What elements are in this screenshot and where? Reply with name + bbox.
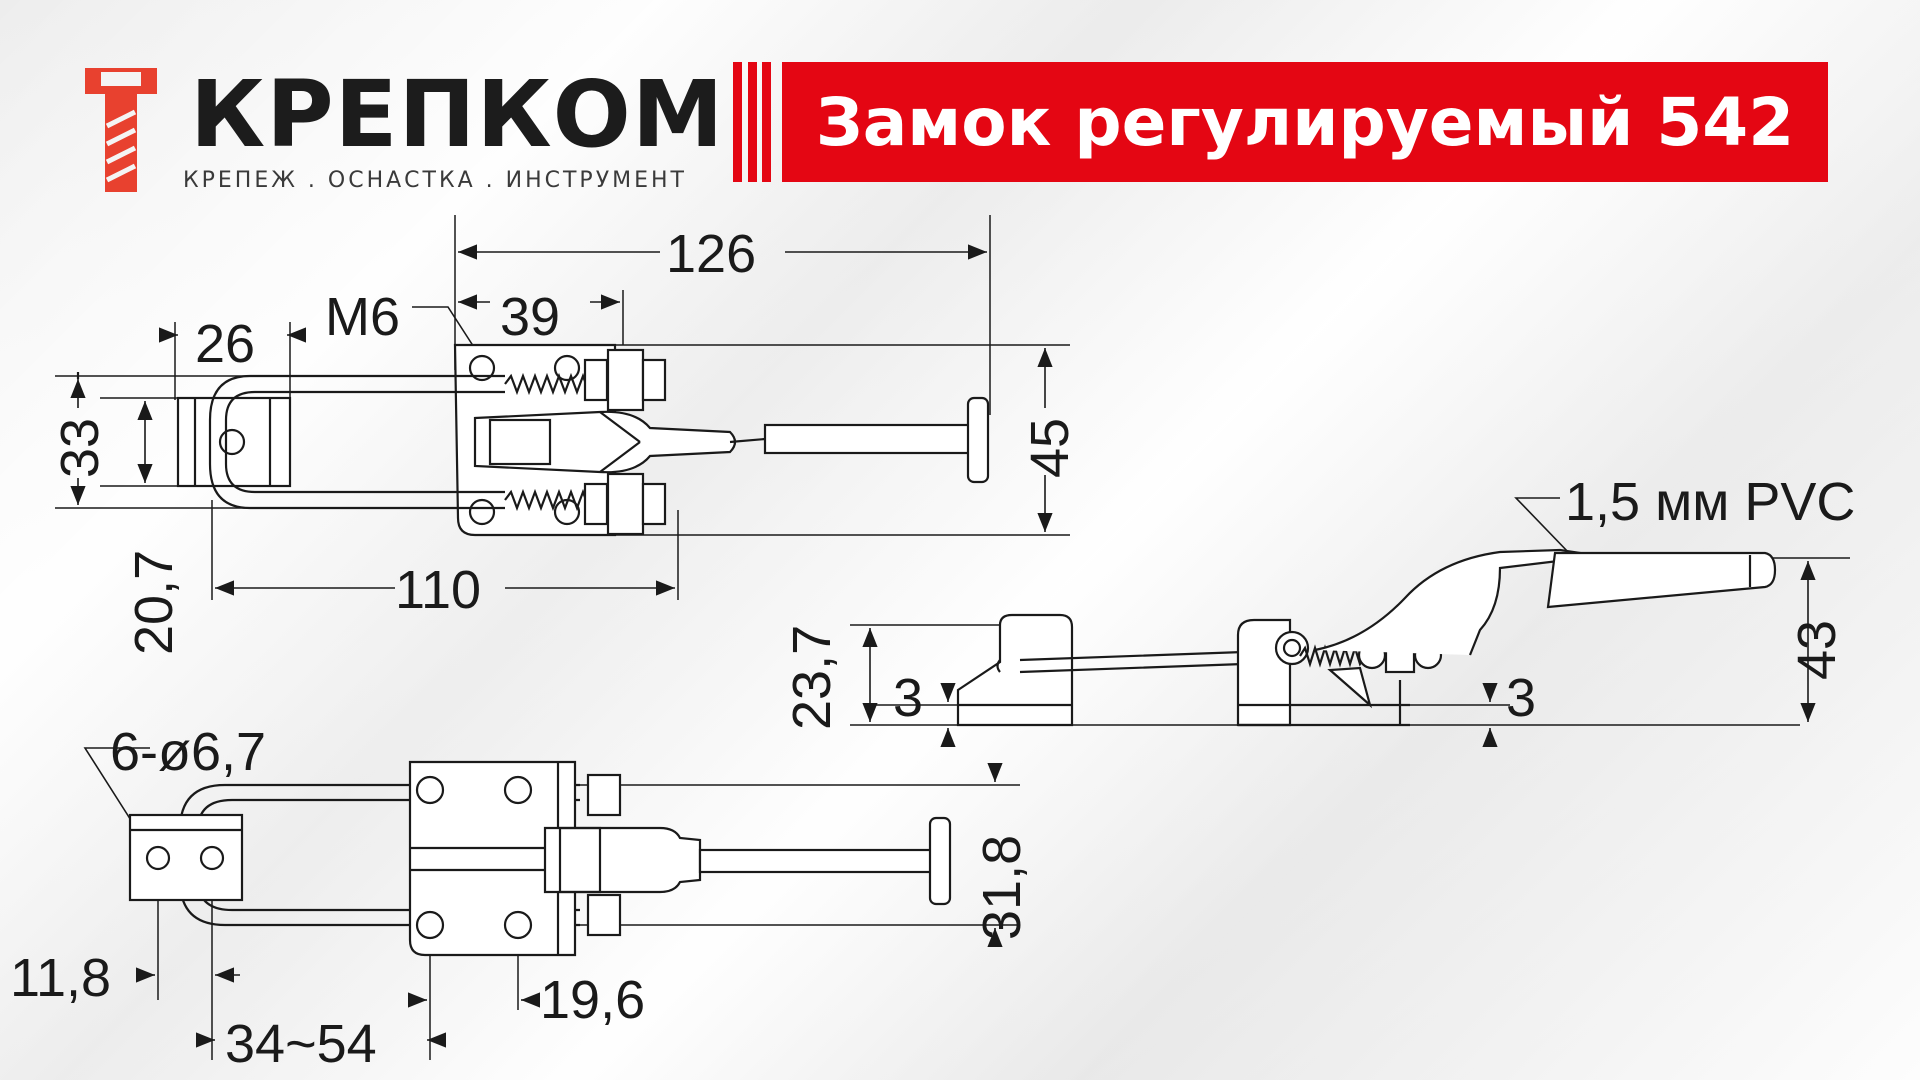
banner-stripes <box>733 62 771 182</box>
product-title: Замок регулируемый 542 <box>815 83 1795 161</box>
brand-tagline: КРЕПЕЖ . ОСНАСТКА . ИНСТРУМЕНТ <box>183 168 687 193</box>
bolt-icon <box>85 68 157 192</box>
dim-34-54: 34~54 <box>225 1014 377 1074</box>
dim-3-right: 3 <box>1506 668 1536 728</box>
dim-m6: M6 <box>325 287 400 347</box>
dim-pvc: 1,5 мм PVC <box>1565 472 1855 532</box>
top-view <box>55 215 1070 600</box>
brand-name: КРЕПКОМ <box>190 61 725 168</box>
dim-45: 45 <box>1020 418 1080 478</box>
bottom-view <box>83 747 1020 1060</box>
side-view <box>850 497 1850 748</box>
dim-110: 110 <box>395 560 481 620</box>
dim-23-7: 23,7 <box>782 625 842 730</box>
dim-19-6: 19,6 <box>540 970 645 1030</box>
dim-11-8: 11,8 <box>10 948 111 1008</box>
dim-33: 33 <box>50 418 110 478</box>
dim-26: 26 <box>195 314 255 374</box>
dim-holes: 6-ø6,7 <box>110 722 266 782</box>
dim-31-8: 31,8 <box>972 835 1032 940</box>
dim-126: 126 <box>666 224 756 284</box>
dim-3-left: 3 <box>893 668 923 728</box>
dim-39: 39 <box>500 287 560 347</box>
brand-logo[interactable]: КРЕПКОМ КРЕПЕЖ . ОСНАСТКА . ИНСТРУМЕНТ <box>80 60 723 200</box>
dim-20-7: 20,7 <box>124 550 184 655</box>
product-title-banner: Замок регулируемый 542 <box>782 62 1828 182</box>
dim-43: 43 <box>1787 620 1847 680</box>
